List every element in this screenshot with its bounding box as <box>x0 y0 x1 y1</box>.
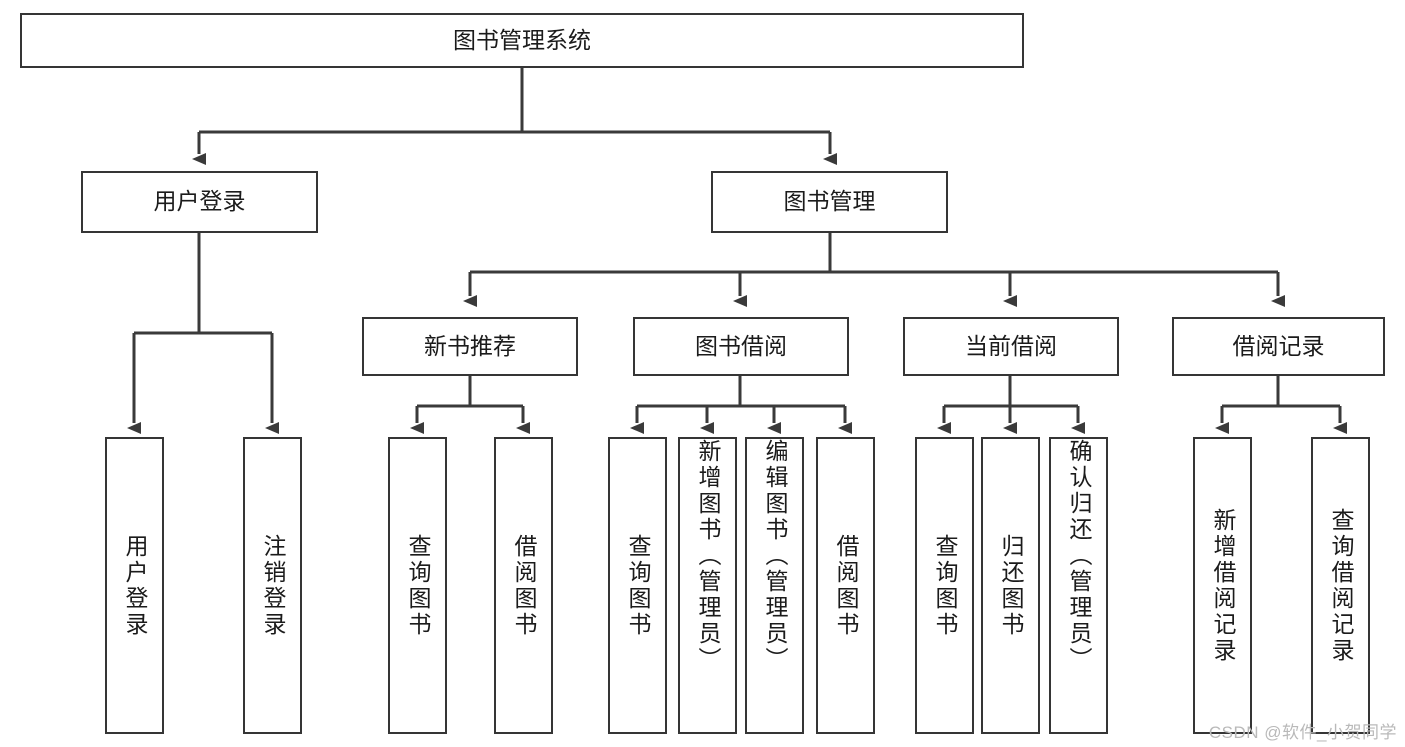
leaf-record-add-label: 新增借阅记录 <box>1210 507 1236 664</box>
node-book-management-label: 图书管理 <box>783 188 876 215</box>
leaf-record-query-label: 查询借阅记录 <box>1328 507 1354 664</box>
leaf-current-confirm-return[interactable]: 确认归还（管理员） <box>1049 437 1108 734</box>
leaf-user-login-logout-label: 注销登录 <box>260 533 286 638</box>
node-current-borrow-label: 当前借阅 <box>965 332 1057 359</box>
node-user-login-label: 用户登录 <box>153 188 246 215</box>
leaf-user-login-login-label: 用户登录 <box>122 533 148 638</box>
node-current-borrow[interactable]: 当前借阅 <box>903 317 1119 376</box>
leaf-new-book-borrow[interactable]: 借阅图书 <box>494 437 553 734</box>
node-new-book-recommend[interactable]: 新书推荐 <box>362 317 578 376</box>
leaf-new-book-borrow-label: 借阅图书 <box>511 533 537 638</box>
node-borrow-record[interactable]: 借阅记录 <box>1172 317 1385 376</box>
leaf-current-return-book-label: 归还图书 <box>998 533 1024 638</box>
leaf-borrow-add-book-label: 新增图书（管理员） <box>695 439 721 673</box>
leaf-new-book-query[interactable]: 查询图书 <box>388 437 447 734</box>
leaf-record-add[interactable]: 新增借阅记录 <box>1193 437 1252 734</box>
node-book-borrow-label: 图书借阅 <box>695 332 787 359</box>
csdn-watermark: CSDN @软件_小贺同学 <box>1208 723 1397 742</box>
leaf-borrow-edit-book[interactable]: 编辑图书（管理员） <box>745 437 804 734</box>
node-book-borrow[interactable]: 图书借阅 <box>633 317 849 376</box>
node-root-label: 图书管理系统 <box>453 26 591 53</box>
leaf-record-query[interactable]: 查询借阅记录 <box>1311 437 1370 734</box>
leaf-user-login-logout[interactable]: 注销登录 <box>243 437 302 734</box>
node-borrow-record-label: 借阅记录 <box>1232 332 1325 359</box>
leaf-borrow-query-book-label: 查询图书 <box>625 533 651 638</box>
node-new-book-recommend-label: 新书推荐 <box>424 332 516 359</box>
node-root[interactable]: 图书管理系统 <box>20 13 1024 68</box>
node-user-login[interactable]: 用户登录 <box>81 171 318 233</box>
leaf-borrow-add-book[interactable]: 新增图书（管理员） <box>678 437 737 734</box>
leaf-user-login-login[interactable]: 用户登录 <box>105 437 164 734</box>
leaf-borrow-edit-book-label: 编辑图书（管理员） <box>762 439 788 673</box>
leaf-current-query-book-label: 查询图书 <box>932 533 958 638</box>
leaf-current-query-book[interactable]: 查询图书 <box>915 437 974 734</box>
node-book-management[interactable]: 图书管理 <box>711 171 948 233</box>
leaf-borrow-query-book[interactable]: 查询图书 <box>608 437 667 734</box>
leaf-current-return-book[interactable]: 归还图书 <box>981 437 1040 734</box>
leaf-borrow-borrow-book-label: 借阅图书 <box>833 533 859 638</box>
leaf-current-confirm-return-label: 确认归还（管理员） <box>1066 439 1092 673</box>
leaf-borrow-borrow-book[interactable]: 借阅图书 <box>816 437 875 734</box>
leaf-new-book-query-label: 查询图书 <box>405 533 431 638</box>
